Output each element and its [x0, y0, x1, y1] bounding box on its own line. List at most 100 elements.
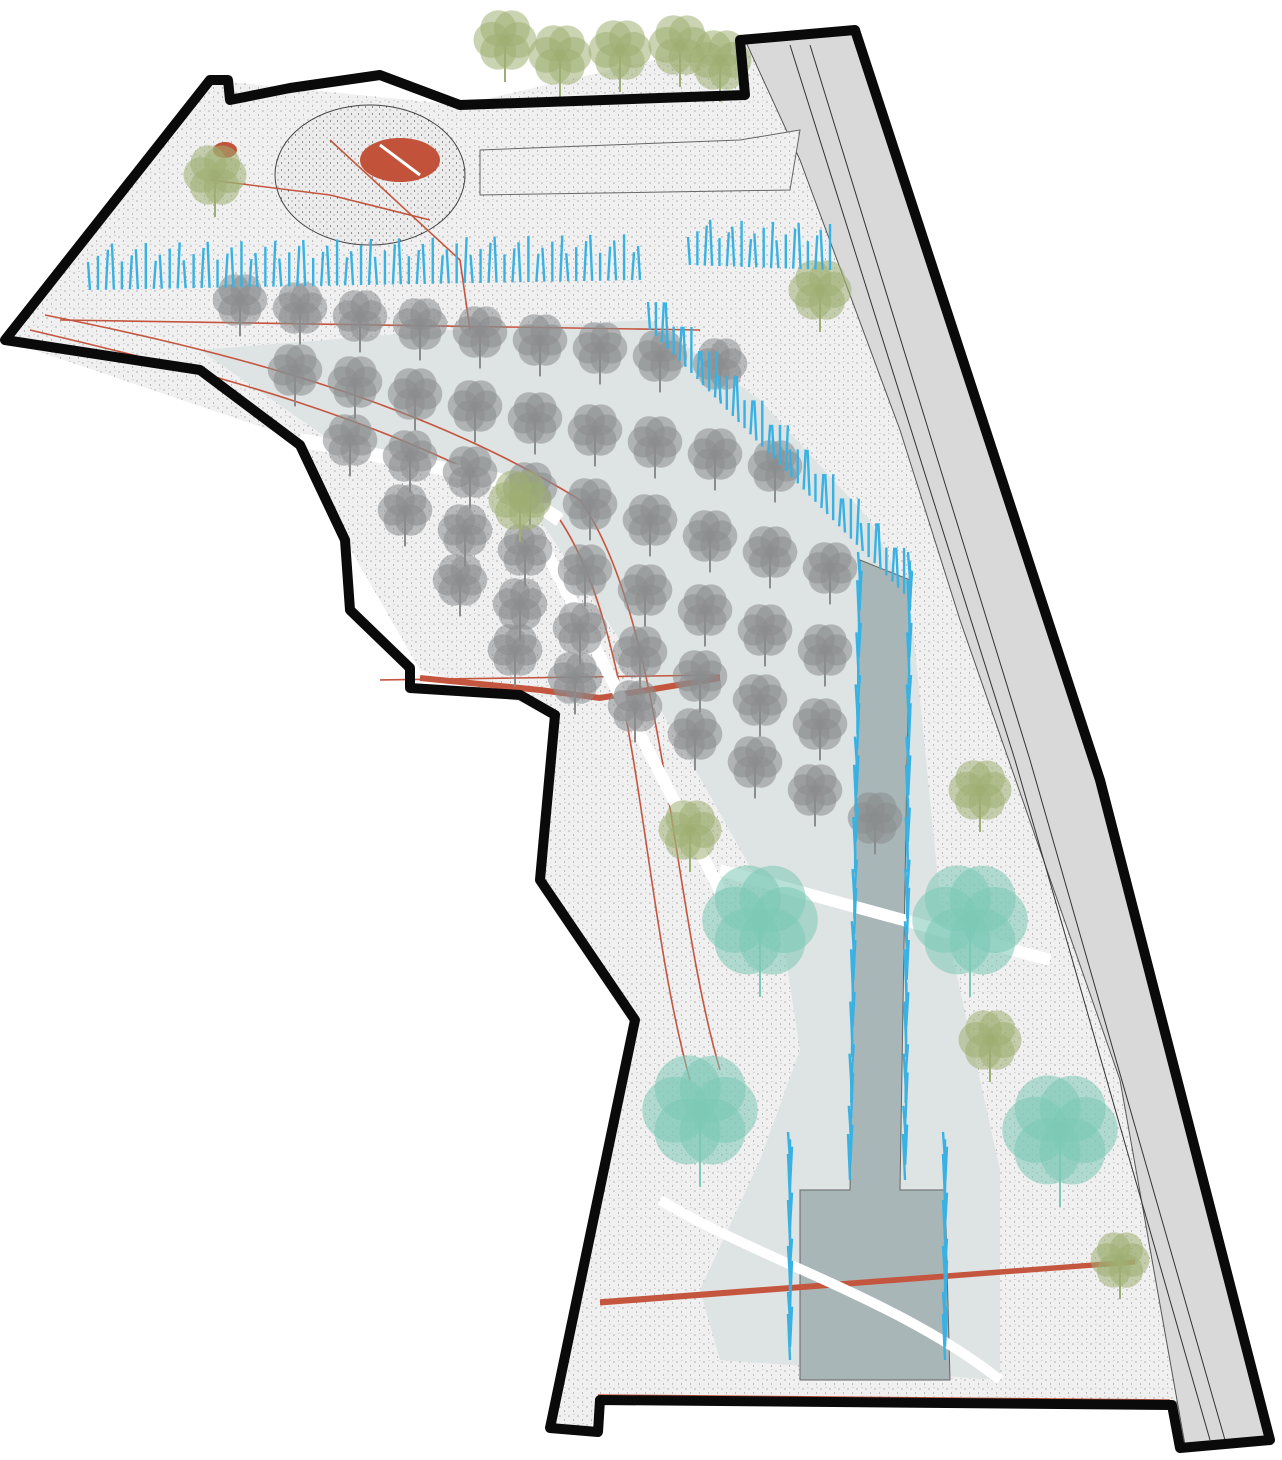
- reed-icon: [717, 375, 723, 404]
- reed-icon: [696, 351, 701, 380]
- reed-icon: [349, 251, 355, 286]
- grey-tree-icon: [547, 652, 603, 715]
- grey-tree-icon: [332, 290, 388, 353]
- reed-icon: [445, 249, 450, 284]
- reed-icon: [852, 939, 857, 981]
- grey-tree-icon: [607, 680, 663, 743]
- reed-icon: [849, 1124, 854, 1165]
- grey-tree-icon: [442, 446, 498, 509]
- reed-icon: [463, 237, 468, 284]
- grey-tree-icon: [267, 344, 323, 407]
- grey-tree-icon: [802, 542, 858, 605]
- reed-icon: [770, 424, 776, 459]
- reed-icon: [824, 474, 829, 515]
- reed-icon: [797, 222, 802, 269]
- reed-icon: [806, 449, 811, 496]
- reed-icon: [612, 240, 618, 281]
- reed-icon: [421, 243, 426, 284]
- reed-icon: [248, 259, 253, 288]
- reed-icon: [753, 233, 758, 268]
- reed-icon: [583, 240, 588, 282]
- reed-icon: [784, 425, 790, 472]
- reed-icon: [391, 244, 397, 285]
- reed-icon: [373, 256, 379, 285]
- reed-icon: [128, 255, 134, 290]
- reed-icon: [206, 241, 211, 288]
- reed-icon: [725, 232, 731, 267]
- reed-icon: [296, 246, 301, 287]
- reed-icon: [367, 238, 373, 285]
- green-tree-icon: [528, 25, 592, 97]
- reed-icon: [841, 498, 847, 533]
- grey-tree-icon: [672, 650, 728, 713]
- blue-reed-planting: [86, 219, 949, 1361]
- grove-plaza: [200, 320, 1000, 1380]
- reed-icon: [110, 243, 116, 290]
- reed-icon: [660, 302, 666, 343]
- grey-tree-icon: [392, 298, 448, 361]
- grey-tree-icon: [612, 626, 668, 689]
- grey-tree-icon: [617, 564, 673, 627]
- reed-icon: [749, 400, 754, 435]
- reed-icon: [907, 755, 912, 796]
- reed-icon: [849, 1072, 855, 1119]
- reed-icon: [943, 1146, 949, 1187]
- green-tree-icon: [958, 1010, 1022, 1082]
- reed-icon: [786, 1313, 792, 1361]
- reed-icon: [837, 498, 843, 527]
- reed-icon: [319, 251, 325, 286]
- reed-icon: [606, 246, 612, 281]
- grey-tree-icon: [452, 306, 508, 369]
- reed-icon: [819, 229, 824, 270]
- reed-icon: [325, 245, 331, 286]
- green-tree-icon: [588, 20, 652, 92]
- reed-icon: [731, 375, 736, 416]
- reed-icon: [855, 703, 861, 750]
- reed-icon: [908, 570, 913, 611]
- grey-tree-icon: [687, 428, 743, 491]
- grey-tree-icon: [677, 584, 733, 647]
- grey-tree-icon: [512, 314, 568, 377]
- grey-tree-icon: [562, 478, 618, 541]
- reed-icon: [788, 1306, 794, 1347]
- reed-icon: [176, 242, 181, 289]
- reed-icon: [708, 219, 714, 266]
- reed-icon: [134, 249, 140, 290]
- grey-tree-icon: [322, 414, 378, 477]
- reed-icon: [272, 240, 277, 287]
- reed-icon: [559, 235, 564, 282]
- reed-icon: [846, 1133, 852, 1181]
- reed-icon: [891, 547, 896, 582]
- grey-tree-icon: [732, 674, 788, 737]
- grey-tree-icon: [492, 578, 548, 641]
- reed-icon: [682, 326, 687, 367]
- reed-icon: [775, 240, 780, 269]
- reed-icon: [699, 351, 705, 386]
- grey-tree-icon: [682, 510, 738, 573]
- grey-tree-icon: [727, 736, 783, 799]
- reed-icon: [753, 400, 758, 441]
- teal-tree-icon: [702, 865, 818, 997]
- reed-icon: [905, 939, 910, 981]
- reed-icon: [735, 375, 740, 423]
- reed-icon: [86, 261, 92, 291]
- reed-icon: [646, 301, 652, 331]
- reed-icon: [858, 570, 863, 611]
- reed-icon: [469, 254, 474, 284]
- grey-tree-icon: [327, 356, 383, 419]
- reed-icon: [769, 221, 775, 268]
- site-boundary: [0, 25, 1275, 1453]
- green-tree-icon: [658, 800, 722, 872]
- reed-icon: [487, 242, 492, 283]
- grey-tree-icon: [622, 494, 678, 557]
- reed-icon: [224, 253, 229, 288]
- grey-tree-icon: [627, 416, 683, 479]
- grey-tree-icon: [382, 430, 438, 493]
- reed-icon: [788, 1146, 794, 1187]
- reed-icon: [852, 887, 858, 934]
- reed-icon: [200, 247, 205, 289]
- teal-tree-icon: [642, 1055, 758, 1187]
- grey-tree-icon: [437, 504, 493, 567]
- reed-icon: [415, 249, 421, 285]
- reed-icon: [588, 234, 594, 281]
